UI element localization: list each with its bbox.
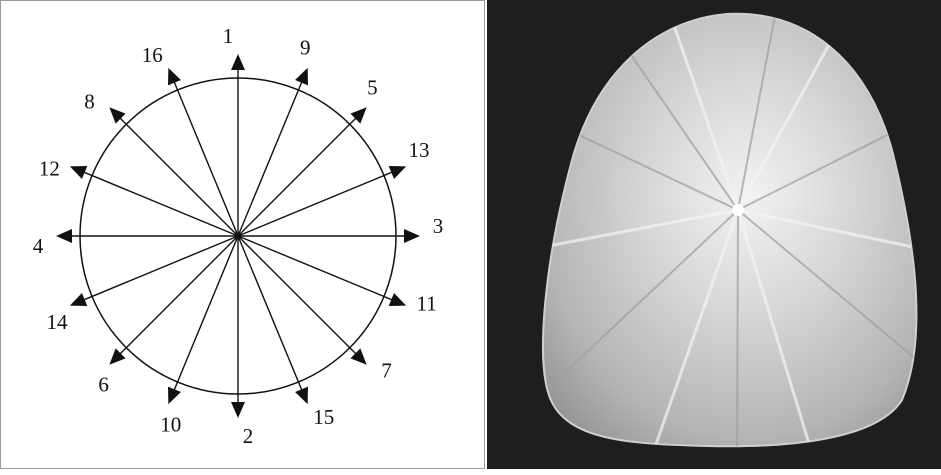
direction-label-14: 14	[47, 310, 69, 334]
direction-arrow-8	[109, 107, 238, 236]
direction-arrow-2	[231, 236, 245, 418]
arrow-shaft	[119, 236, 238, 355]
direction-label-3: 3	[433, 214, 444, 238]
direction-label-11: 11	[416, 291, 436, 315]
direction-arrow-1	[231, 54, 245, 236]
direction-label-12: 12	[39, 157, 60, 181]
direction-label-8: 8	[84, 90, 95, 114]
arrow-shaft	[238, 117, 357, 236]
crease-line	[737, 210, 738, 469]
sample-photo-panel	[487, 0, 941, 469]
direction-label-16: 16	[142, 43, 163, 67]
direction-arrow-5	[238, 107, 367, 236]
direction-label-10: 10	[160, 413, 181, 437]
direction-label-2: 2	[243, 424, 254, 448]
direction-arrow-6	[109, 236, 238, 365]
dome-apex	[732, 204, 744, 216]
arrow-head	[231, 54, 245, 70]
direction-label-9: 9	[300, 35, 311, 59]
direction-arrow-4	[56, 229, 238, 243]
direction-label-15: 15	[313, 405, 334, 429]
arrow-head	[404, 229, 420, 243]
direction-arrow-7	[238, 236, 367, 365]
direction-label-4: 4	[33, 234, 44, 258]
direction-label-5: 5	[367, 76, 378, 100]
direction-label-6: 6	[98, 372, 109, 396]
arrow-head	[231, 402, 245, 418]
arrow-head	[56, 229, 72, 243]
direction-label-1: 1	[223, 24, 234, 48]
arrow-shaft	[238, 236, 357, 355]
direction-label-7: 7	[381, 358, 392, 382]
arrow-shaft	[119, 117, 238, 236]
direction-arrow-3	[238, 229, 420, 243]
sample-photo	[487, 0, 941, 469]
direction-arrows	[56, 54, 420, 418]
direction-label-13: 13	[408, 138, 429, 162]
